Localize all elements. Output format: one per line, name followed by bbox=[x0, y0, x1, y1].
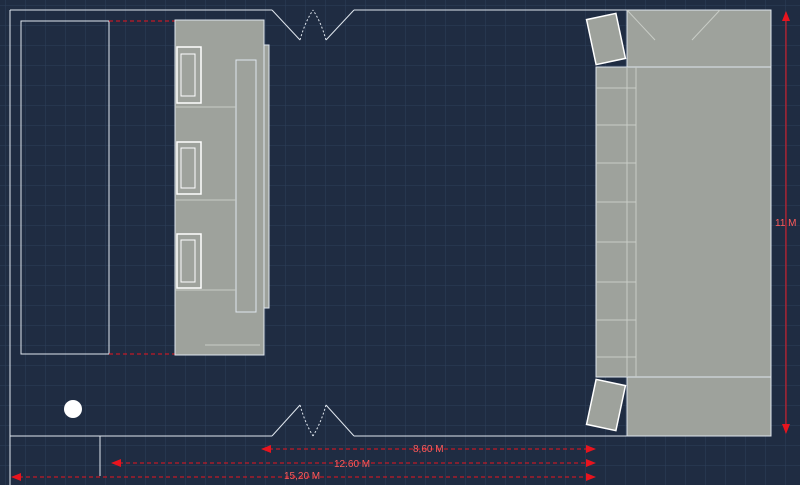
column-marker bbox=[64, 400, 82, 418]
dimension-height-label: 11 M bbox=[775, 218, 797, 229]
left-area-outline bbox=[20, 20, 110, 355]
chair-3 bbox=[176, 233, 202, 289]
room-walls bbox=[9, 9, 628, 485]
speaker-bottom bbox=[585, 378, 627, 432]
stage-block bbox=[585, 9, 772, 437]
dimension-mid-width-label: 12.60 M bbox=[334, 459, 370, 470]
dimension-stage-width-label: 8,60 M bbox=[413, 444, 444, 455]
bottom-double-door bbox=[271, 404, 355, 437]
chair-1 bbox=[176, 46, 202, 104]
top-double-door bbox=[271, 9, 355, 41]
speaker-top bbox=[585, 12, 627, 66]
chair-2 bbox=[176, 141, 202, 195]
dimension-total-width: 15,20 M bbox=[11, 471, 596, 482]
dimension-total-width-label: 15,20 M bbox=[284, 471, 320, 482]
dimension-height: 11 M bbox=[775, 11, 797, 434]
dimension-stage-width: 8,60 M bbox=[261, 444, 596, 455]
seating-block bbox=[174, 19, 270, 356]
dimension-mid-width: 12.60 M bbox=[111, 459, 596, 470]
